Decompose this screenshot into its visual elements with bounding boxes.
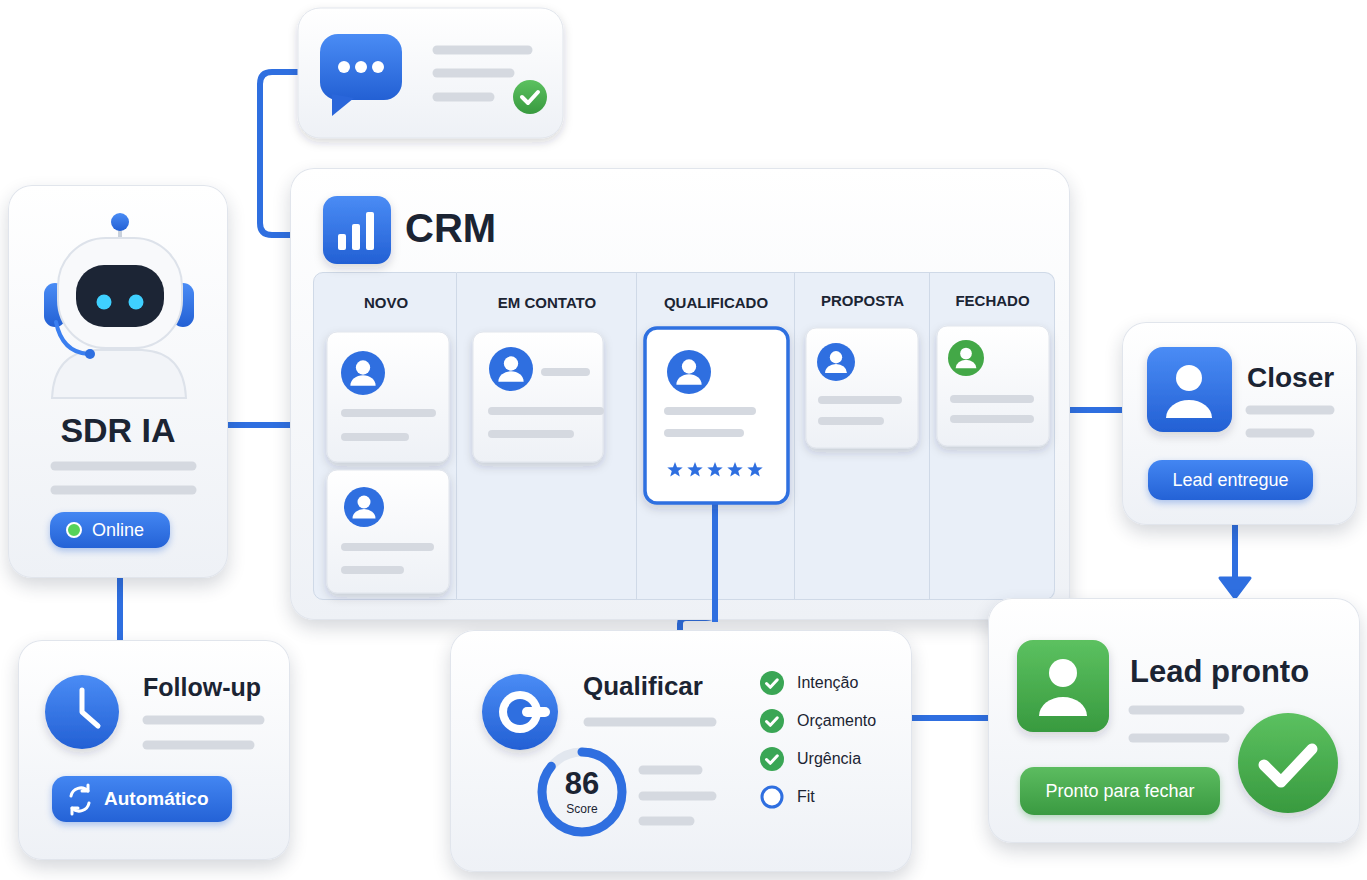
status-pill: Pronto para fechar [1020,767,1220,815]
node-text: NOVO [314,291,458,315]
node-text: Qualificar [583,667,743,705]
status-pill: Online [50,512,170,548]
chat-card [437,93,490,102]
arrow-head [1220,578,1250,598]
node-text: Urgência [797,748,902,770]
chat-card [355,61,367,73]
node-text: FECHADO [930,289,1055,313]
connector [1220,525,1250,598]
node-text: CRM [405,204,605,252]
chat-card [437,46,528,55]
node-text: Follow-up [143,668,283,706]
chat-card [437,69,510,78]
chat-card [338,61,350,73]
node-text: PROPOSTA [795,289,930,313]
node-text: Pronto para fechar [1020,767,1220,815]
node-text: Score [540,801,624,817]
connector-line [912,715,988,721]
kanban-column: NOVO [313,272,457,600]
chat-card [522,92,538,103]
chat-card [320,34,402,100]
node-text: QUALIFICADO [637,291,795,315]
chat-card [513,80,547,114]
connector-line [117,578,123,640]
kanban-column: QUALIFICADO [637,272,795,600]
connector-line [1070,407,1122,413]
card-box: Follow-upAutomático [18,640,290,860]
node-text: 86 [540,767,624,801]
card-box: Lead prontoPronto para fechar [988,598,1360,843]
connector [228,425,290,426]
card-box: SDR IA Online [8,185,228,578]
node-text: Closer [1247,359,1352,397]
status-pill: Lead entregue [1148,460,1313,500]
chat-card [372,61,384,73]
chat-card [298,8,563,138]
kanban-column: FECHADO [930,272,1055,600]
node-text: Orçamento [797,710,902,732]
connector [912,718,988,719]
kanban-column: PROPOSTA [795,272,930,600]
node-text: Intenção [797,672,902,694]
node-text: Fit [797,786,902,808]
chat-card [298,8,563,138]
node-text: EM CONTATO [457,291,637,315]
connector [120,578,121,640]
node-text: Lead entregue [1148,460,1313,500]
score-circle: 86Score [540,750,624,834]
chat-card [437,50,528,97]
node-text: SDR IA [18,410,218,450]
connector-line [228,422,290,428]
card-box: Qualificar IntençãoOrçamentoUrgênciaFit 86… [450,630,912,872]
connector [1070,410,1122,411]
status-pill: Automático [52,776,232,822]
node-text: Online [92,512,166,548]
node-text: Automático [104,776,228,822]
kanban-column: EM CONTATO [457,272,637,600]
node-text: Lead pronto [1130,651,1350,693]
chat-card [332,94,354,116]
card-box: CRM NOVOEM CONTATOQUALIFICADOPROPOSTAFECH… [290,168,1070,620]
card-box: CloserLead entregue [1122,322,1357,525]
